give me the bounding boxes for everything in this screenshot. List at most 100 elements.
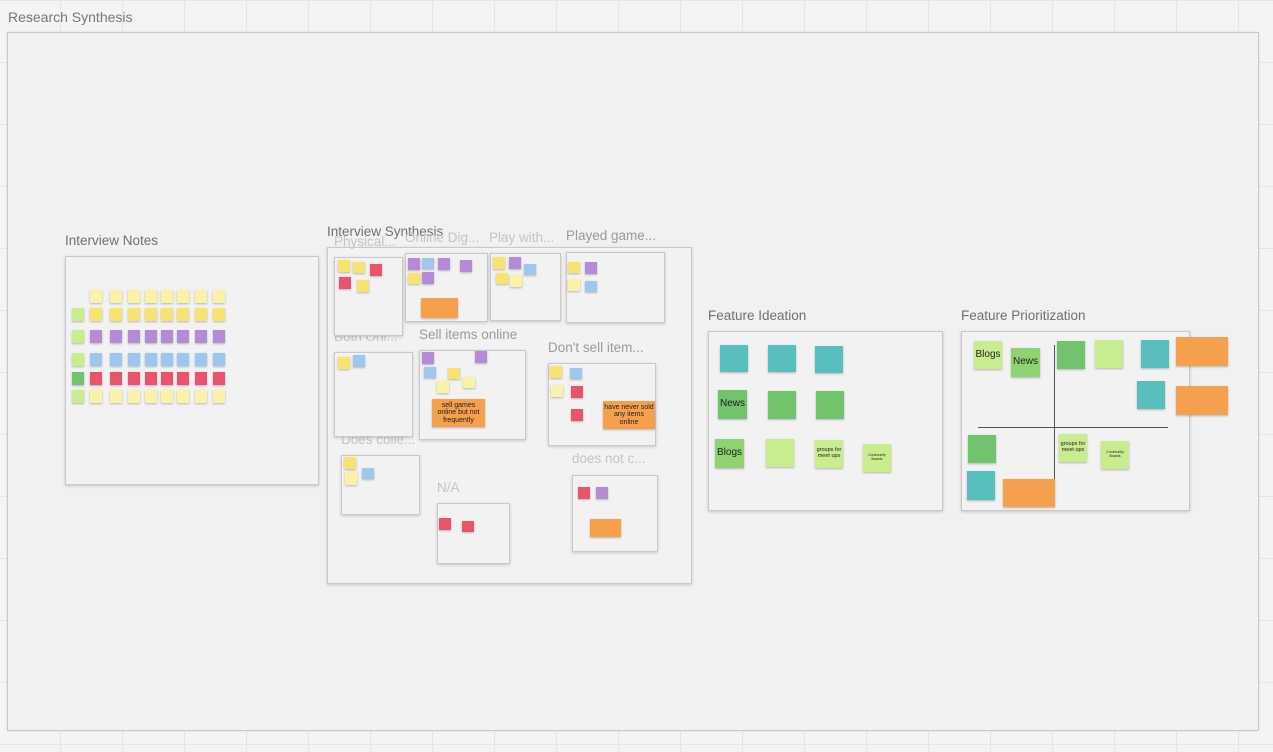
interview-note-sticky[interactable] bbox=[128, 308, 140, 321]
interview-note-sticky[interactable] bbox=[110, 353, 122, 366]
interview-note-sticky[interactable] bbox=[213, 372, 225, 385]
sticky-note[interactable] bbox=[421, 298, 458, 318]
sticky-note[interactable] bbox=[475, 351, 487, 363]
sticky-note[interactable] bbox=[357, 280, 369, 292]
interview-note-sticky[interactable] bbox=[195, 330, 207, 343]
sticky-note[interactable] bbox=[496, 273, 508, 284]
sticky-note[interactable] bbox=[1176, 337, 1228, 366]
sticky-note[interactable] bbox=[585, 262, 597, 274]
sticky-note[interactable] bbox=[345, 472, 357, 485]
interview-note-sticky[interactable] bbox=[128, 390, 140, 403]
interview-note-sticky[interactable] bbox=[128, 330, 140, 343]
sticky-note[interactable] bbox=[439, 518, 451, 530]
interview-note-sticky[interactable] bbox=[213, 330, 225, 343]
sticky-note[interactable] bbox=[339, 277, 351, 289]
interview-note-sticky[interactable] bbox=[145, 353, 157, 366]
interview-note-sticky[interactable] bbox=[90, 353, 102, 366]
sticky-news[interactable]: News bbox=[1011, 348, 1040, 377]
dont-sell-item-frame[interactable] bbox=[548, 363, 656, 446]
sell-items-online-title[interactable]: Sell items online bbox=[419, 327, 518, 342]
interview-note-sticky[interactable] bbox=[145, 290, 157, 303]
interview-note-sticky[interactable] bbox=[110, 290, 122, 303]
sticky-note[interactable] bbox=[338, 260, 350, 272]
dont-sell-item-title[interactable]: Don't sell item... bbox=[548, 340, 644, 355]
interview-note-sticky[interactable] bbox=[177, 290, 189, 303]
sticky-note[interactable] bbox=[815, 346, 843, 373]
played-game-frame[interactable] bbox=[566, 252, 665, 323]
does-not-c-title[interactable]: does not c... bbox=[572, 451, 646, 466]
play-with-title[interactable]: Play with... bbox=[489, 230, 555, 245]
interview-note-sticky[interactable] bbox=[110, 308, 122, 321]
interview-note-sticky[interactable] bbox=[145, 330, 157, 343]
interview-note-sticky[interactable] bbox=[128, 353, 140, 366]
sticky-community-boards[interactable]: Community Boards bbox=[863, 444, 891, 472]
interview-note-sticky[interactable] bbox=[90, 390, 102, 403]
interview-notes-frame[interactable] bbox=[65, 256, 319, 485]
sticky-note[interactable] bbox=[816, 391, 844, 419]
interview-note-sticky[interactable] bbox=[110, 330, 122, 343]
interview-note-sticky[interactable] bbox=[213, 353, 225, 366]
interview-note-sticky[interactable] bbox=[195, 353, 207, 366]
interview-note-sticky[interactable] bbox=[90, 330, 102, 343]
interview-note-sticky[interactable] bbox=[128, 290, 140, 303]
sticky-note[interactable] bbox=[422, 272, 434, 284]
sticky-note[interactable] bbox=[462, 521, 474, 532]
sticky-note[interactable] bbox=[1176, 386, 1228, 415]
sticky-note[interactable] bbox=[1095, 340, 1123, 368]
sticky-note[interactable] bbox=[408, 273, 420, 284]
interview-note-sticky[interactable] bbox=[90, 290, 102, 303]
interview-note-sticky[interactable] bbox=[161, 330, 173, 343]
interview-note-sticky[interactable] bbox=[72, 330, 84, 343]
online-dig-title[interactable]: Online Dig... bbox=[405, 230, 480, 245]
sticky-note[interactable] bbox=[550, 366, 562, 378]
interview-note-sticky[interactable] bbox=[72, 353, 84, 366]
interview-note-sticky[interactable] bbox=[195, 372, 207, 385]
interview-note-sticky[interactable] bbox=[110, 372, 122, 385]
interview-synthesis-title[interactable]: Interview Synthesis bbox=[327, 224, 444, 239]
sticky-note[interactable] bbox=[968, 435, 996, 463]
sticky-note[interactable] bbox=[967, 471, 995, 500]
interview-note-sticky[interactable] bbox=[213, 308, 225, 321]
sticky-note[interactable] bbox=[408, 258, 420, 270]
interview-note-sticky[interactable] bbox=[90, 308, 102, 321]
sticky-note[interactable] bbox=[353, 355, 365, 367]
sticky-note[interactable] bbox=[422, 352, 434, 364]
sticky-note[interactable] bbox=[338, 357, 350, 369]
sticky-note[interactable] bbox=[422, 258, 434, 269]
sticky-note[interactable] bbox=[571, 386, 583, 398]
sticky-note[interactable] bbox=[438, 258, 450, 270]
sticky-note[interactable] bbox=[766, 439, 794, 467]
interview-note-sticky[interactable] bbox=[195, 290, 207, 303]
na-title[interactable]: N/A bbox=[437, 480, 460, 495]
sticky-note[interactable] bbox=[1003, 479, 1055, 507]
sticky-note[interactable] bbox=[590, 519, 621, 537]
sticky-note[interactable] bbox=[571, 409, 583, 421]
sticky-note[interactable] bbox=[1137, 381, 1165, 409]
sticky-community-boards[interactable]: Community Boards bbox=[1101, 441, 1129, 469]
sticky-note[interactable] bbox=[344, 457, 356, 469]
interview-note-sticky[interactable] bbox=[161, 372, 173, 385]
sticky-groups-meetups[interactable]: groups for meet ups bbox=[1059, 434, 1087, 462]
sticky-most-popular[interactable] bbox=[768, 391, 796, 419]
interview-note-sticky[interactable] bbox=[145, 308, 157, 321]
sticky-blogs[interactable]: Blogs bbox=[974, 341, 1002, 369]
sticky-note[interactable] bbox=[585, 281, 597, 292]
sticky-note[interactable] bbox=[362, 468, 374, 479]
sticky-note[interactable] bbox=[510, 275, 522, 287]
interview-note-sticky[interactable] bbox=[177, 330, 189, 343]
sticky-note[interactable] bbox=[551, 385, 563, 397]
sticky-note[interactable] bbox=[463, 377, 475, 388]
interview-note-sticky[interactable] bbox=[72, 308, 84, 321]
sticky-note[interactable] bbox=[437, 381, 449, 393]
sticky-groups-meetups[interactable]: groups for meet ups bbox=[815, 440, 843, 468]
feature-prioritization-title[interactable]: Feature Prioritization bbox=[961, 308, 1086, 323]
sticky-blogs[interactable]: Blogs bbox=[715, 439, 744, 468]
interview-note-sticky[interactable] bbox=[195, 390, 207, 403]
sticky-note[interactable] bbox=[570, 368, 582, 379]
interview-note-sticky[interactable] bbox=[161, 308, 173, 321]
interview-note-sticky[interactable] bbox=[90, 372, 102, 385]
played-game-title[interactable]: Played game... bbox=[566, 228, 657, 243]
sticky-sell-games-online[interactable]: sell games online but not frequently bbox=[432, 399, 485, 427]
sticky-never-sold[interactable]: have never sold any items online bbox=[603, 401, 655, 429]
interview-note-sticky[interactable] bbox=[72, 390, 84, 403]
